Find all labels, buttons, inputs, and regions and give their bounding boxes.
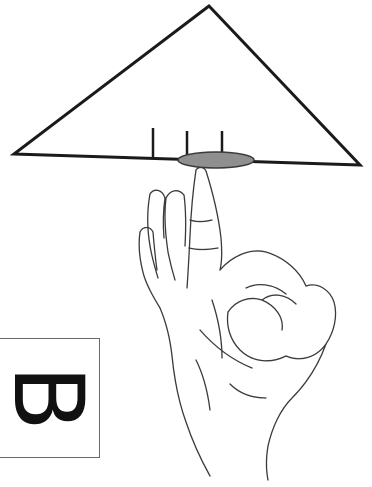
panel-label-box: B xyxy=(0,338,100,458)
balance-point-ellipse xyxy=(178,152,254,168)
panel-label: B xyxy=(0,347,100,449)
hand-sketch xyxy=(139,167,335,480)
